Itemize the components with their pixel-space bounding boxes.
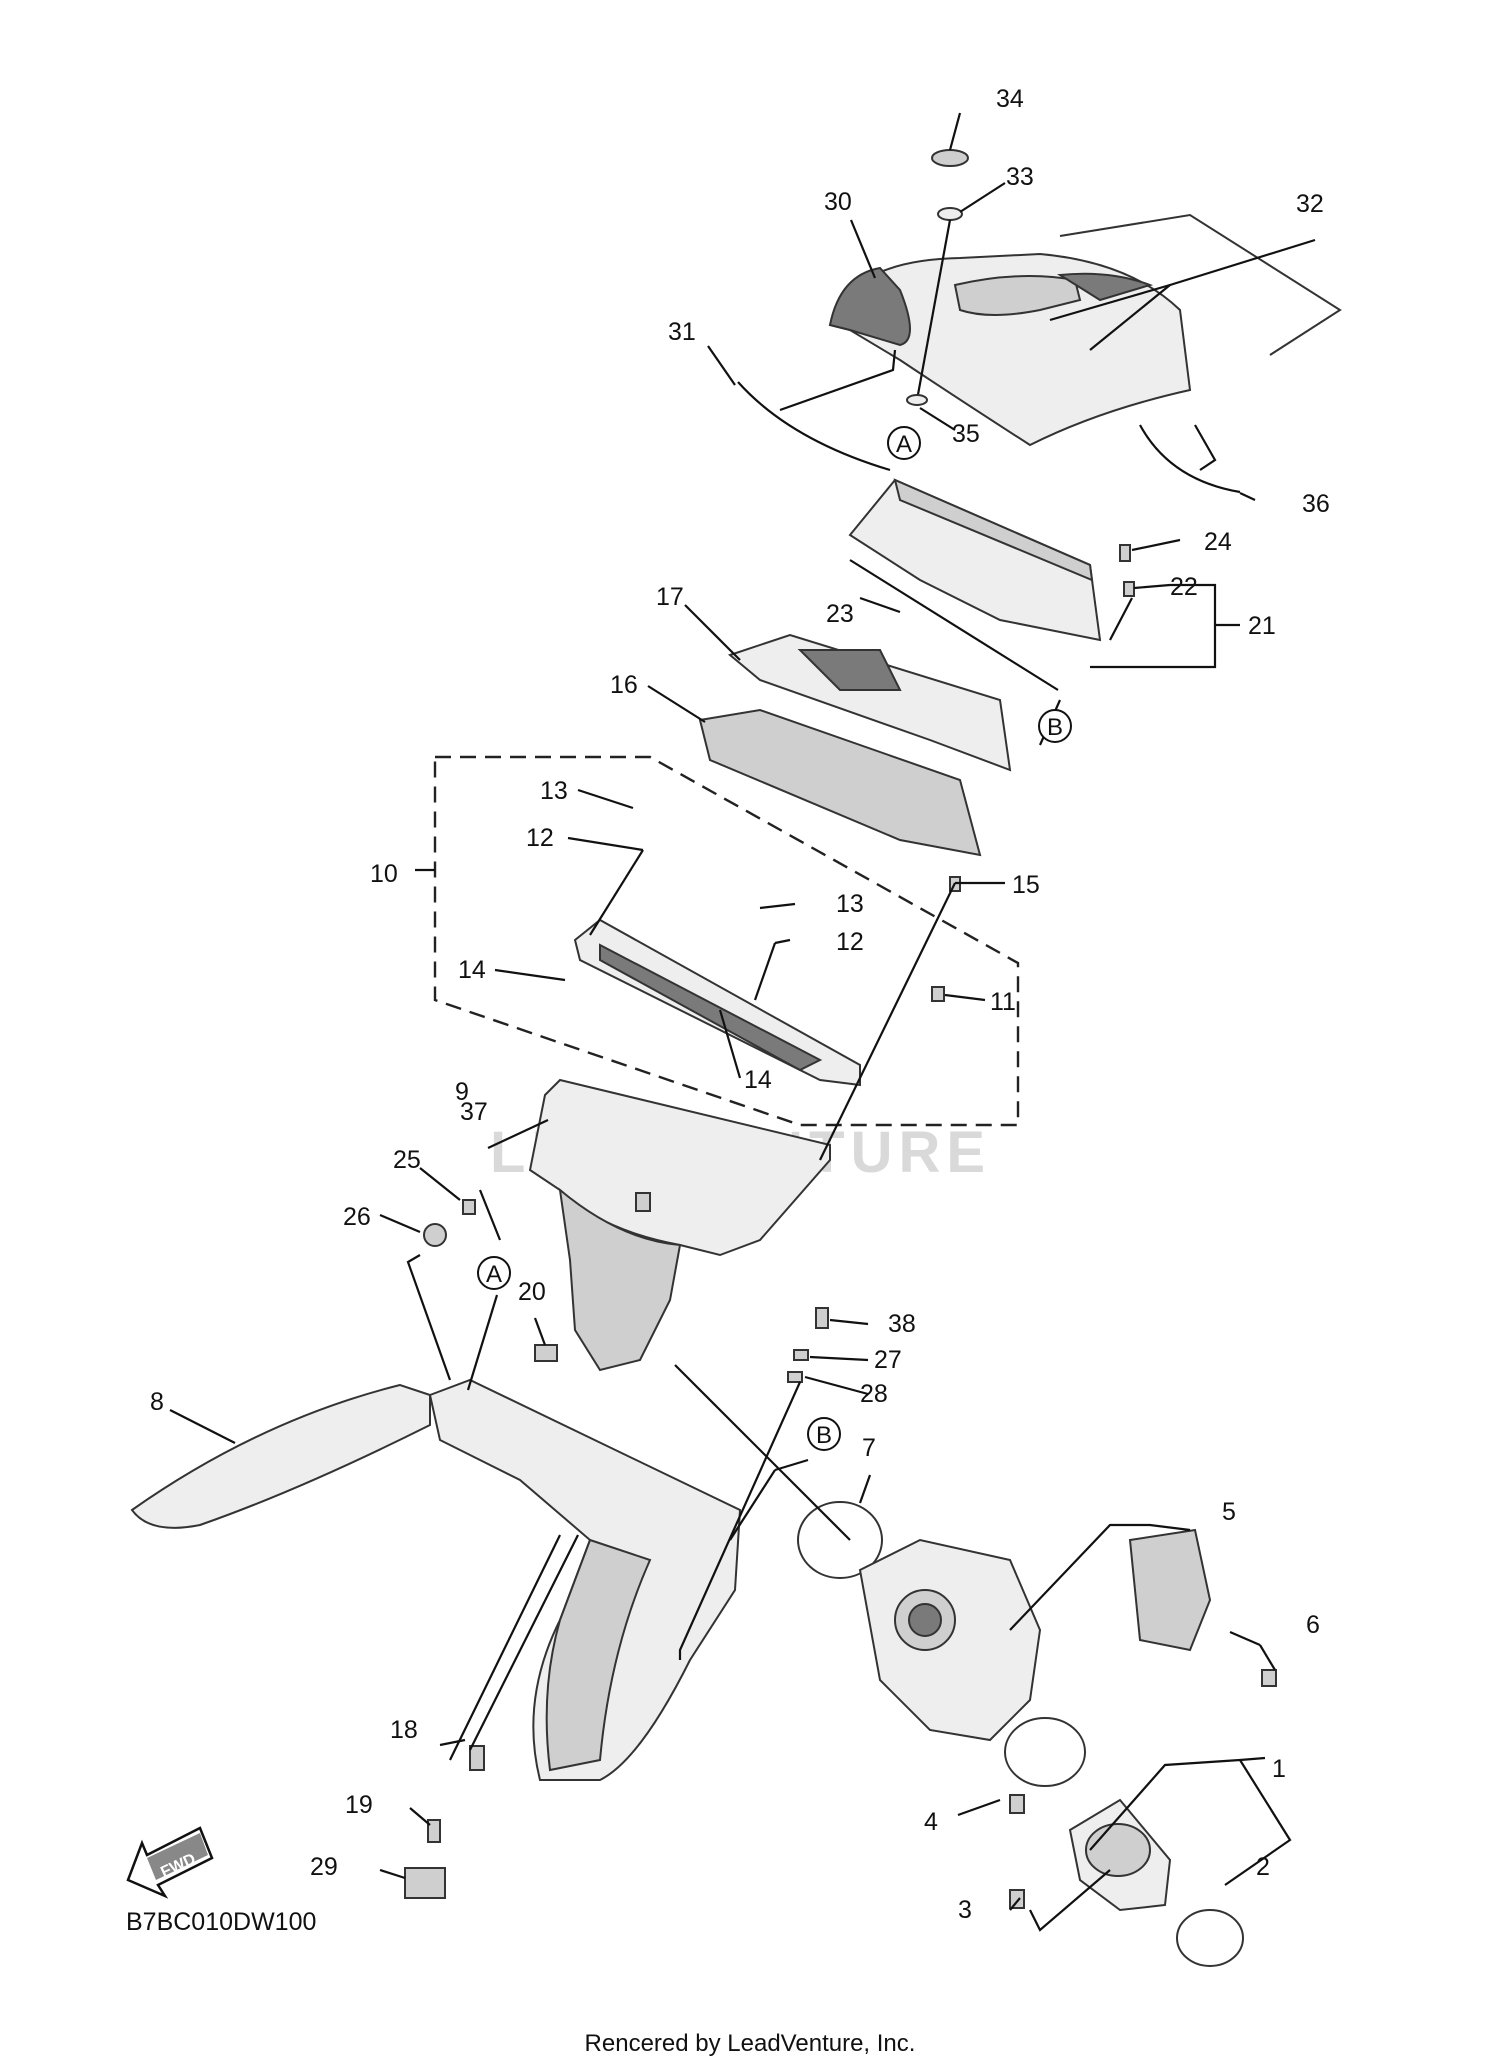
callout-18: 18 — [390, 1716, 418, 1744]
callout-20: 20 — [518, 1278, 546, 1306]
callout-9: 9 — [455, 1078, 469, 1106]
part-35-grommet — [906, 394, 928, 406]
callout-33: 33 — [1006, 163, 1034, 191]
part-33-washer — [937, 207, 963, 221]
callout-7: 7 — [862, 1434, 876, 1462]
callout-labels: 1 2 3 4 5 6 7 8 9 10 11 12 12 13 13 14 1… — [150, 85, 1330, 1924]
part-16-filter-element — [698, 708, 982, 857]
callout-24: 24 — [1204, 528, 1232, 556]
small-hardware — [404, 544, 1277, 1909]
part-throttle-body — [858, 1538, 1042, 1742]
callout-3: 3 — [958, 1896, 972, 1924]
callout-34: 34 — [996, 85, 1024, 113]
callout-25: 25 — [393, 1146, 421, 1174]
part-34-cap — [931, 149, 969, 167]
callout-14a: 14 — [458, 956, 486, 984]
fwd-arrow-icon: FWD — [126, 1826, 214, 1899]
part-30-air-box-cover — [828, 252, 1192, 447]
callout-6: 6 — [1306, 1611, 1320, 1639]
callout-30: 30 — [824, 188, 852, 216]
callout-19: 19 — [345, 1791, 373, 1819]
callout-2: 2 — [1256, 1853, 1270, 1881]
callout-26: 26 — [343, 1203, 371, 1231]
ref-circle-b-top: B — [1038, 709, 1072, 743]
part-2-o-ring — [1176, 1909, 1244, 1967]
callout-13b: 13 — [836, 890, 864, 918]
callout-29: 29 — [310, 1853, 338, 1881]
part-10-grate — [573, 918, 861, 1087]
callout-12b: 12 — [836, 928, 864, 956]
part-32-seal — [1059, 213, 1342, 356]
callout-11: 11 — [990, 988, 1016, 1016]
ref-circle-a-top: A — [887, 426, 921, 460]
part-8-duct — [130, 1383, 431, 1529]
render-credit: Rencered by LeadVenture, Inc. — [584, 2030, 916, 2057]
group-10-dashed-outline — [433, 755, 1020, 1127]
part-4-clamp — [1004, 1717, 1086, 1787]
callout-1: 1 — [1272, 1755, 1286, 1783]
part-31-rod — [737, 381, 891, 472]
part-9-air-box — [528, 1078, 831, 1372]
callout-17: 17 — [656, 583, 684, 611]
callout-28: 28 — [860, 1380, 888, 1408]
leader-lines — [169, 112, 1316, 1932]
callout-10: 10 — [370, 860, 398, 888]
svg-text:A: A — [896, 431, 912, 458]
callout-32: 32 — [1296, 190, 1324, 218]
callout-21: 21 — [1248, 612, 1276, 640]
part-7-clamp — [797, 1501, 883, 1579]
svg-text:A: A — [486, 1261, 502, 1288]
callout-27: 27 — [874, 1346, 902, 1374]
callout-8: 8 — [150, 1388, 164, 1416]
callout-35: 35 — [952, 420, 980, 448]
callout-31: 31 — [668, 318, 696, 346]
svg-text:B: B — [816, 1422, 832, 1449]
part-5-sensor — [1128, 1528, 1212, 1652]
callout-22: 22 — [1170, 573, 1198, 601]
diagram-code: B7BC010DW100 — [126, 1908, 317, 1936]
part-21-lid — [848, 478, 1102, 642]
callout-12a: 12 — [526, 824, 554, 852]
callout-37: 37 — [460, 1098, 488, 1126]
callout-36: 36 — [1302, 490, 1330, 518]
part-36-rod — [1139, 424, 1241, 494]
ref-circle-a-bottom: A — [477, 1256, 511, 1290]
callout-14b: 14 — [744, 1066, 772, 1094]
callout-16: 16 — [610, 671, 638, 699]
part-17-filter-frame — [727, 633, 1012, 772]
callout-23: 23 — [826, 600, 854, 628]
callout-13a: 13 — [540, 777, 568, 805]
ref-circle-b-bottom: B — [807, 1417, 841, 1451]
part-lower-housing — [428, 1378, 742, 1781]
svg-text:B: B — [1047, 714, 1063, 741]
callout-15: 15 — [1012, 871, 1040, 899]
callout-38: 38 — [888, 1310, 916, 1338]
callout-5: 5 — [1222, 1498, 1236, 1526]
callout-4: 4 — [924, 1808, 938, 1836]
